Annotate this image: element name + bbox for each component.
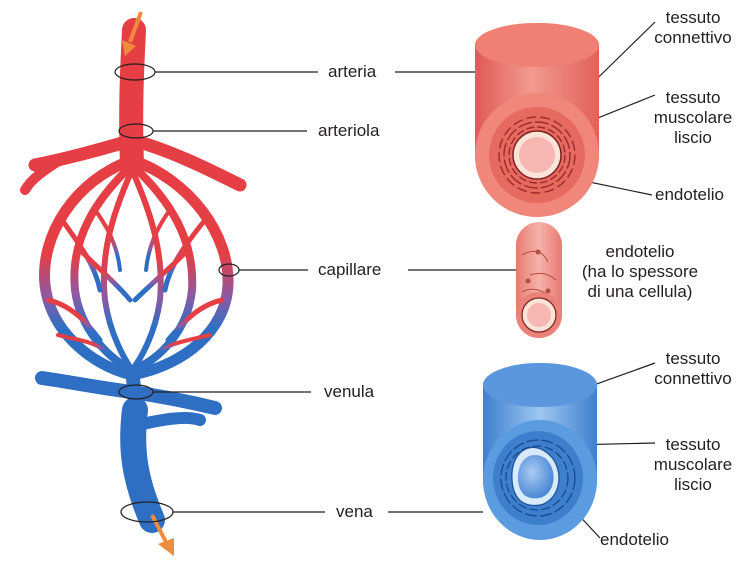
vein-muscle-line-3: liscio — [640, 475, 746, 495]
vein-cross-section — [483, 363, 597, 540]
label-arteria: arteria — [328, 62, 376, 82]
capillary-endothelium-line-2: (ha lo spessore — [565, 262, 715, 282]
capillary-endothelium-line-3: di una cellula) — [565, 282, 715, 302]
artery-connective-line-1: tessuto — [640, 8, 746, 28]
label-venula: venula — [324, 382, 374, 402]
artery-trunk — [131, 30, 134, 165]
label-vena: vena — [336, 502, 373, 522]
vein-trunk — [42, 372, 215, 520]
capillary-network — [45, 160, 229, 375]
artery-muscle-line-1: tessuto — [640, 88, 746, 108]
vein-connective-label: tessuto connettivo — [640, 349, 746, 389]
capillary-endothelium-line-1: endotelio — [565, 242, 715, 262]
vein-connective-line-1: tessuto — [640, 349, 746, 369]
artery-cross-section — [475, 23, 599, 217]
vein-connective-line-2: connettivo — [640, 369, 746, 389]
vein-muscle-line-1: tessuto — [640, 435, 746, 455]
artery-endothelium-label: endotelio — [655, 185, 724, 205]
label-capillare: capillare — [318, 260, 381, 280]
capillary-endothelium-label: endotelio (ha lo spessore di una cellula… — [565, 242, 715, 302]
artery-muscle-line-2: muscolare — [640, 108, 746, 128]
vein-muscle-label: tessuto muscolare liscio — [640, 435, 746, 495]
vein-endothelium-label: endotelio — [600, 530, 669, 550]
artery-connective-label: tessuto connettivo — [640, 8, 746, 48]
vein-muscle-line-2: muscolare — [640, 455, 746, 475]
capillary-cross-section — [516, 222, 562, 338]
artery-muscle-line-3: liscio — [640, 128, 746, 148]
artery-muscle-label: tessuto muscolare liscio — [640, 88, 746, 148]
artery-connective-line-2: connettivo — [640, 28, 746, 48]
label-arteriola: arteriola — [318, 121, 379, 141]
